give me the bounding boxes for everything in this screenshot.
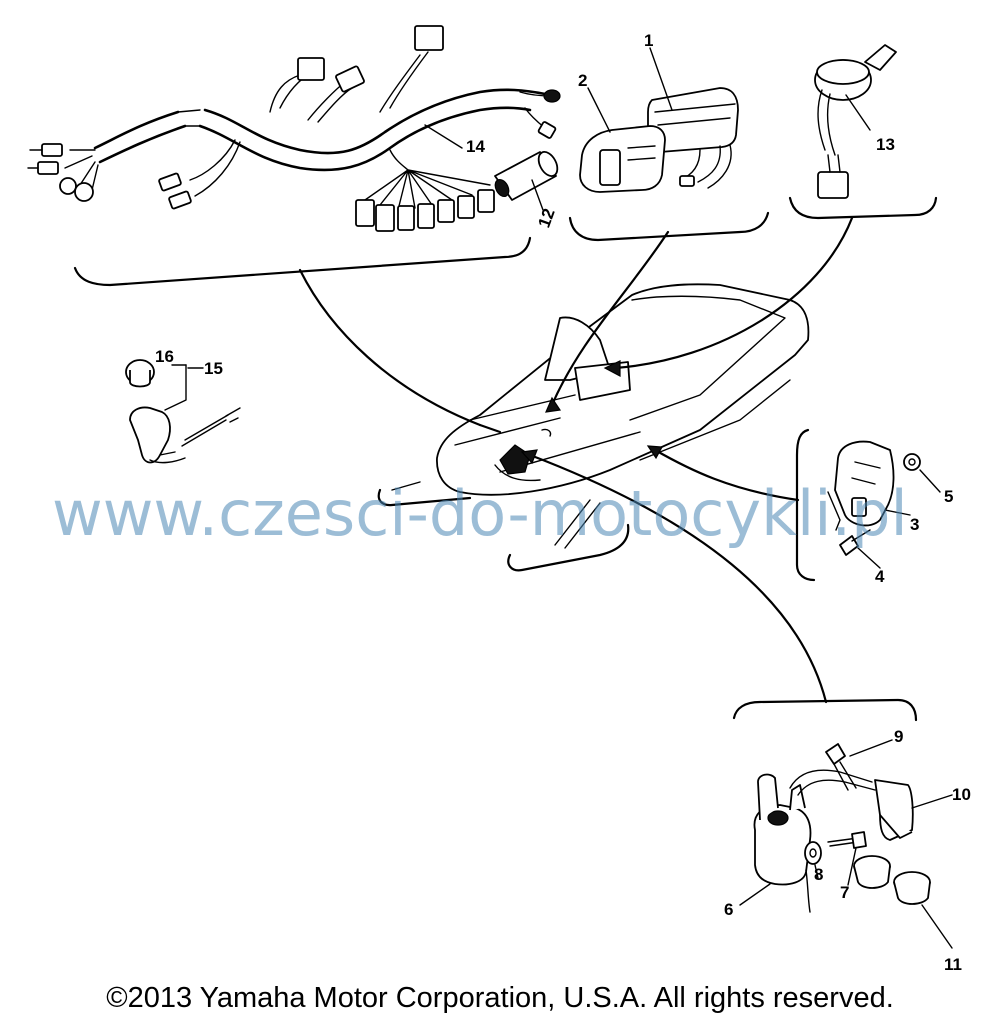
callout-4: 4 (875, 567, 885, 586)
ignition-coil-group (753, 743, 931, 913)
callout-7: 7 (840, 883, 849, 902)
wire-harness (27, 25, 561, 232)
callout-5: 5 (944, 487, 953, 506)
callout-3: 3 (910, 515, 919, 534)
callout-10: 10 (952, 785, 971, 804)
callout-12: 12 (534, 206, 558, 230)
callout-11: 11 (944, 955, 962, 974)
lamp-socket (125, 359, 241, 464)
leader-lines (298, 216, 854, 704)
main-switch (814, 44, 897, 199)
group-brackets (73, 196, 938, 722)
callout-13: 13 (876, 135, 895, 154)
switch-assembly (827, 440, 921, 556)
callout-6: 6 (724, 900, 733, 919)
cdi-unit-group (579, 87, 739, 193)
callout-leaders (187, 47, 953, 949)
watermark-text: www.czesci-do-motocykli.pl (52, 477, 908, 550)
callout-1: 1 (644, 31, 653, 50)
callout-16: 16 (155, 347, 174, 366)
copyright-notice: ©2013 Yamaha Motor Corporation, U.S.A. A… (106, 982, 894, 1014)
callout-8: 8 (814, 865, 823, 884)
callout-15: 15 (204, 359, 223, 378)
callout-14: 14 (466, 137, 485, 156)
callout-9: 9 (894, 727, 903, 746)
callout-2: 2 (578, 71, 587, 90)
